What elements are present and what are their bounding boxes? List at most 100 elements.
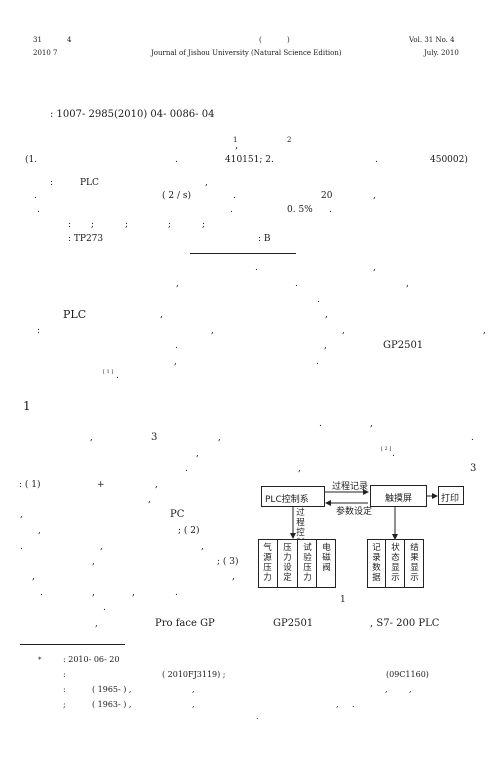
sec1-l4-b: , — [298, 464, 301, 474]
sec1-l2-b: , — [218, 433, 221, 443]
sec1-l12-b: , — [92, 588, 95, 598]
sec1-item-1: : ( 1) — [19, 480, 41, 490]
test-pressure-label: 试验压力 — [303, 543, 312, 583]
affiliation-dot-2: . — [375, 155, 378, 165]
author-sup-2: 2 — [287, 136, 292, 144]
intro-p6-b: , — [324, 341, 327, 351]
sec1-l1-a: . — [319, 419, 322, 429]
intro-p4-a: , — [160, 310, 163, 320]
header-date-en: July. 2010 — [424, 49, 459, 57]
abstract-percent: 0. 5% — [287, 205, 313, 215]
keywords-sep-4: ; — [202, 220, 206, 230]
record-data-label: 记录数据 — [372, 543, 381, 583]
intro-p4-b: , — [325, 310, 328, 320]
footnote-divider — [20, 644, 125, 645]
header-volume-cn: 31 — [33, 36, 42, 44]
touch-screen-box — [370, 485, 427, 507]
author-sup-1: 1 — [233, 136, 238, 144]
affiliation-zip-2: 450002) — [430, 155, 468, 165]
affiliation-label-1: (1. — [25, 155, 38, 165]
solenoid-valve-label: 电磁阀 — [322, 543, 331, 573]
sec1-l2-a: , — [90, 433, 93, 443]
keywords-sep-1: ; — [91, 220, 95, 230]
section-1-number: 1 — [23, 399, 31, 413]
abstract-label: : — [50, 178, 54, 188]
sec1-s7-plc: , S7- 200 PLC — [370, 618, 440, 629]
intro-p2-a: , — [176, 279, 179, 289]
field-cell-2 — [278, 539, 298, 588]
footnote-bio-2-end: , — [336, 700, 339, 709]
display-cell-2 — [386, 539, 405, 588]
footnote-bio-2-label: ; — [63, 700, 66, 709]
sec1-l12-a: . — [40, 588, 43, 598]
keywords-label: : — [68, 220, 72, 230]
footnote-bio-1-end: , — [385, 685, 388, 694]
field-cell-3 — [298, 539, 317, 588]
abstract-l2-start: . — [34, 191, 37, 201]
sec1-l12-d: . — [175, 588, 178, 598]
intro-p6-a: . — [175, 341, 178, 351]
abstract-l3-dot: . — [230, 205, 233, 215]
intro-p5-a: : — [37, 326, 41, 336]
print-label: 打印 — [441, 494, 460, 504]
footnote-bio-1-label: : — [63, 685, 66, 694]
abstract-l3-end: . — [329, 205, 332, 215]
sec1-l11-b: , — [232, 572, 235, 582]
document-code: : B — [258, 234, 271, 244]
sec1-l2-c: . — [471, 433, 474, 443]
intro-p5-b: , — [211, 326, 214, 336]
sec1-l9-c: , — [201, 542, 204, 552]
abstract-comma: , — [205, 178, 208, 188]
sec1-gp2501: GP2501 — [273, 618, 314, 629]
sec1-item-3: ; ( 3) — [217, 557, 239, 567]
sec1-l13-a: . — [103, 603, 106, 613]
sec1-l14-a: , — [95, 619, 98, 629]
affiliation-dot-1: . — [175, 155, 178, 165]
intro-p2-b: . — [295, 279, 298, 289]
footnote-tail: . — [256, 712, 259, 721]
footnote-bio-1-year: ( 1965- ) , — [92, 685, 132, 694]
intro-p2-c: , — [406, 279, 409, 289]
footnote-fund-label: : — [63, 670, 66, 679]
sec1-l4-a: . — [185, 464, 188, 474]
footnote-star: * — [38, 656, 42, 664]
intro-p7-a: , — [174, 357, 177, 367]
header-journal-name: Journal of Jishou University (Natural Sc… — [151, 49, 342, 57]
process-record-label: 过程记录 — [332, 482, 369, 492]
footnote-received: : 2010- 06- 20 — [63, 655, 120, 664]
sec1-l3-b: . — [392, 449, 395, 459]
figure-1-number: 1 — [340, 595, 346, 605]
sec1-ref-2: [ 2 ] — [381, 446, 392, 452]
header-paren-open: ( — [259, 36, 262, 44]
intro-p5-d: , — [483, 326, 486, 336]
intro-p5-c: , — [342, 326, 345, 336]
intro-gp2501: GP2501 — [383, 340, 424, 351]
clc-number: : TP273 — [68, 234, 104, 244]
keywords-sep-2: ; — [125, 220, 129, 230]
intro-ref-1: [ 1 ] — [103, 369, 114, 375]
header-paren-close: ) — [287, 36, 290, 44]
author-comma: , — [235, 140, 239, 151]
abstract-divider — [190, 253, 296, 254]
footnote-bio-1-comma: , — [192, 685, 195, 694]
abstract-l2-dot: . — [233, 191, 236, 201]
sec1-l5-end: , — [155, 480, 158, 490]
sec1-l9-a: . — [20, 542, 23, 552]
keywords-sep-3: ; — [168, 220, 172, 230]
plc-control-box — [261, 486, 325, 507]
figure-1: PLC控制系 触摸屏 打印 过程记录 参数设定 过程控制 气源压力 压力设定 试… — [250, 476, 490, 596]
abstract-plc: PLC — [80, 178, 99, 188]
footnote-bio-2-end2: . — [352, 700, 355, 709]
touch-screen-label: 触摸屏 — [385, 494, 413, 504]
footnote-bio-2-year: ( 1963- ) , — [92, 700, 132, 709]
footnote-fund-code-1: ( 2010FJ3119) ; — [162, 670, 226, 679]
intro-p3-a: . — [317, 295, 320, 305]
header-volume-en: Vol. 31 No. 4 — [409, 36, 455, 44]
sec1-l8-a: , — [38, 526, 41, 536]
sec1-pc: PC — [170, 509, 185, 520]
header-year-month: 2010 7 — [33, 49, 58, 57]
sec1-l6-end: , — [148, 495, 151, 505]
air-source-pressure-label: 气源压力 — [263, 543, 272, 583]
article-number: : 1007- 2985(2010) 04- 0086- 04 — [50, 109, 215, 120]
sec1-l3-a: , — [196, 449, 199, 459]
